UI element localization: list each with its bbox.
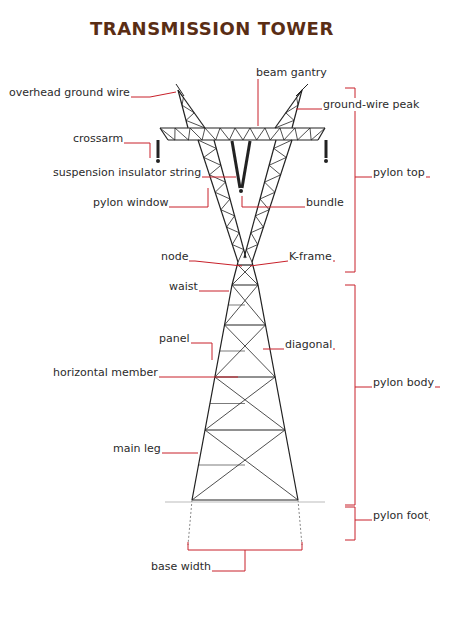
- lattice-bracing: [160, 90, 325, 500]
- insulator-string: [232, 141, 240, 188]
- label-holder: main leg: [112, 438, 162, 456]
- part-label: K-frame: [288, 250, 333, 263]
- horizontal-member: [205, 430, 285, 431]
- part-label: ground-wire peak: [322, 98, 420, 111]
- horizontal-member: [225, 325, 266, 326]
- conductor-bundle: [324, 159, 328, 163]
- secondary-member: [199, 465, 245, 466]
- diagonal-member: [238, 265, 258, 285]
- part-label: beam gantry: [255, 66, 328, 79]
- part-label: waist: [168, 280, 199, 293]
- part-label: main leg: [112, 442, 162, 455]
- lattice-zigzag: [178, 90, 205, 128]
- horizontal-member: [192, 500, 298, 501]
- secondary-member: [220, 351, 245, 352]
- conductor-bundle: [156, 159, 160, 163]
- tower-frame: [160, 84, 325, 500]
- insulators: [158, 140, 326, 188]
- gantry-end: [318, 128, 325, 140]
- part-label: crossarm: [72, 132, 124, 145]
- label-holder: pylon top: [372, 162, 426, 180]
- part-label: suspension insulator string: [52, 166, 202, 179]
- part-label: diagonal: [284, 338, 333, 351]
- label-holder: K-frame: [288, 246, 333, 264]
- main-leg-line: [252, 262, 298, 500]
- label-holder: bundle: [305, 192, 345, 210]
- part-label: pylon window: [92, 196, 169, 209]
- part-label: base width: [150, 560, 212, 573]
- insulator-string: [157, 140, 160, 158]
- title: TRANSMISSION TOWER: [90, 18, 334, 39]
- title-holder: TRANSMISSION TOWER: [90, 18, 334, 39]
- part-label: panel: [158, 332, 191, 345]
- lattice-zigzag: [198, 140, 244, 262]
- part-label: pylon foot: [372, 509, 429, 522]
- insulator-string: [242, 141, 250, 188]
- label-holder: pylon window: [92, 192, 169, 210]
- foot-line: [298, 500, 302, 545]
- label-holder: pylon foot: [372, 505, 429, 523]
- label-holder: crossarm: [72, 128, 124, 146]
- leader-lines: [8, 77, 440, 571]
- upper-leg: [198, 140, 238, 262]
- label-holder: overhead ground wire: [8, 82, 131, 100]
- insulator-string: [325, 140, 328, 158]
- bracket: [345, 507, 430, 540]
- diagonal-member: [225, 285, 258, 325]
- label-holder: node: [160, 246, 189, 264]
- part-label: horizontal member: [52, 366, 159, 379]
- main-leg-line: [192, 262, 238, 500]
- label-holder: horizontal member: [52, 362, 159, 380]
- label-holder: base width: [150, 556, 212, 574]
- gantry-top-chord: [160, 127, 325, 128]
- lattice-zigzag: [160, 128, 325, 140]
- diagonal-member: [205, 377, 275, 430]
- diagonal-member: [192, 430, 285, 500]
- foot-line: [188, 500, 192, 545]
- label-holder: panel: [158, 328, 191, 346]
- leader-line: [158, 343, 212, 360]
- leader-line: [72, 143, 150, 158]
- label-holder: diagonal: [284, 334, 333, 352]
- secondary-member: [210, 403, 245, 404]
- secondary-member: [228, 305, 245, 306]
- upper-leg: [252, 140, 292, 262]
- horizontal-member: [232, 285, 258, 286]
- diagonal-member: [232, 265, 252, 285]
- leader-line: [258, 77, 324, 126]
- label-holder: beam gantry: [255, 62, 328, 80]
- peak-leg: [178, 90, 205, 128]
- conductor-bundle: [239, 189, 243, 193]
- part-label: overhead ground wire: [8, 86, 131, 99]
- peak-leg: [178, 90, 188, 128]
- diagonal-member: [215, 325, 266, 377]
- lattice-zigzag: [246, 140, 292, 262]
- bracket: [345, 285, 440, 505]
- part-label: node: [160, 250, 189, 263]
- label-holder: suspension insulator string: [52, 162, 202, 180]
- part-label: pylon body: [372, 376, 435, 389]
- bracket: [345, 88, 430, 272]
- part-label: bundle: [305, 196, 345, 209]
- part-label: pylon top: [372, 166, 426, 179]
- ground-wire: [176, 84, 184, 96]
- label-holder: ground-wire peak: [322, 94, 420, 112]
- label-holder: pylon body: [372, 372, 435, 390]
- label-holder: waist: [168, 276, 199, 294]
- ground-line: [165, 502, 325, 503]
